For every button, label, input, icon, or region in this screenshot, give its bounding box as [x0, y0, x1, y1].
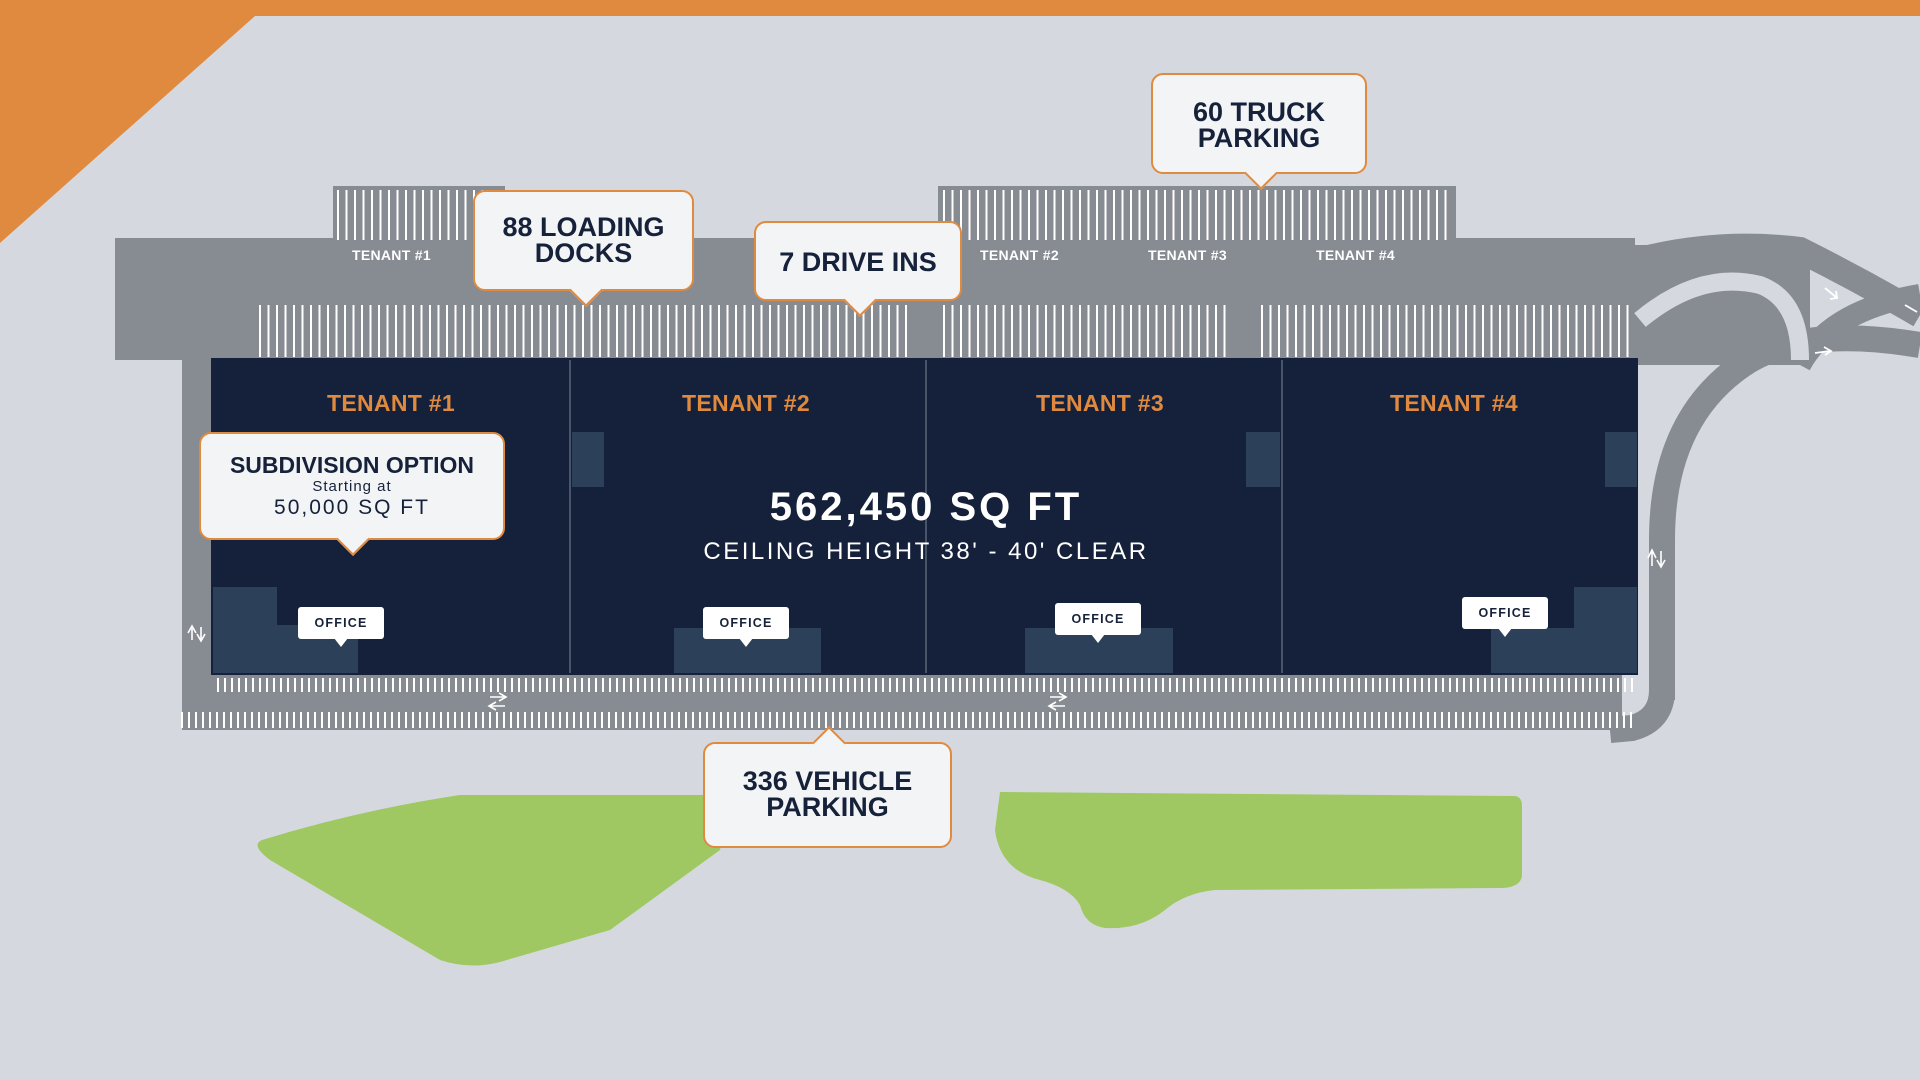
- subdivision-area: 50,000 SQ FT: [274, 496, 430, 519]
- office-pointer: [1498, 628, 1512, 637]
- loading-docks-callout: 88 LOADING DOCKS: [473, 190, 694, 307]
- parking-stripes: [181, 190, 1633, 728]
- truck-parking-callout: 60 TRUCK PARKING: [1151, 73, 1367, 190]
- tenant-3-title: TENANT #3: [1036, 390, 1164, 416]
- road-inner: [1634, 272, 1809, 361]
- office-tag-tenant-2: OFFICE: [703, 607, 789, 647]
- tenant-dividers: [569, 360, 1283, 673]
- office-label: OFFICE: [1071, 612, 1125, 626]
- subdivision-title: SUBDIVISION OPTION: [229, 452, 475, 478]
- loading-docks-line1: 88 LOADING: [502, 212, 665, 242]
- office-pointer: [334, 638, 348, 647]
- dock-label-tenant-2: TENANT #2: [980, 247, 1059, 263]
- ceiling-height: CEILING HEIGHT 38' - 40' CLEAR: [703, 538, 1149, 565]
- office-pointer: [1091, 634, 1105, 643]
- direction-arrow-icon: [1814, 287, 1918, 356]
- truck-parking-line2: PARKING: [1197, 123, 1321, 153]
- dock-label-tenant-3: TENANT #3: [1148, 247, 1227, 263]
- green-space-left: [257, 795, 730, 966]
- drive-ins-text: 7 DRIVE INS: [779, 247, 937, 277]
- office-label: OFFICE: [1478, 606, 1532, 620]
- tenant-1-title: TENANT #1: [327, 390, 455, 416]
- road-curve-end: [1608, 689, 1675, 743]
- office-pointer: [739, 638, 753, 647]
- road-curve: [1649, 325, 1920, 700]
- two-way-arrow-icon: [187, 548, 1666, 711]
- vehicle-parking-callout: 336 VEHICLE PARKING: [703, 726, 952, 848]
- vehicle-parking-line1: 336 VEHICLE: [742, 766, 913, 796]
- green-space-right: [995, 792, 1522, 929]
- tenant-2-title: TENANT #2: [682, 390, 810, 416]
- vehicle-parking-line2: PARKING: [766, 792, 889, 822]
- truck-parking-line1: 60 TRUCK: [1192, 97, 1326, 127]
- building-area: 562,450 SQ FT: [769, 485, 1083, 529]
- office-label: OFFICE: [719, 616, 773, 630]
- loading-docks-line2: DOCKS: [534, 238, 633, 268]
- office-tag-tenant-3: OFFICE: [1055, 603, 1141, 643]
- subdivision-subtitle: Starting at: [312, 478, 392, 495]
- dock-label-tenant-4: TENANT #4: [1316, 247, 1395, 263]
- subdivision-callout: SUBDIVISION OPTION Starting at 50,000 SQ…: [199, 432, 505, 556]
- tenant-4-title: TENANT #4: [1390, 390, 1518, 416]
- office-tag-tenant-4: OFFICE: [1462, 597, 1548, 637]
- corner-accent: [0, 0, 1920, 243]
- office-label: OFFICE: [314, 616, 368, 630]
- dock-label-tenant-1: TENANT #1: [352, 247, 431, 263]
- office-tag-tenant-1: OFFICE: [298, 607, 384, 647]
- drive-ins-callout: 7 DRIVE INS: [754, 221, 962, 317]
